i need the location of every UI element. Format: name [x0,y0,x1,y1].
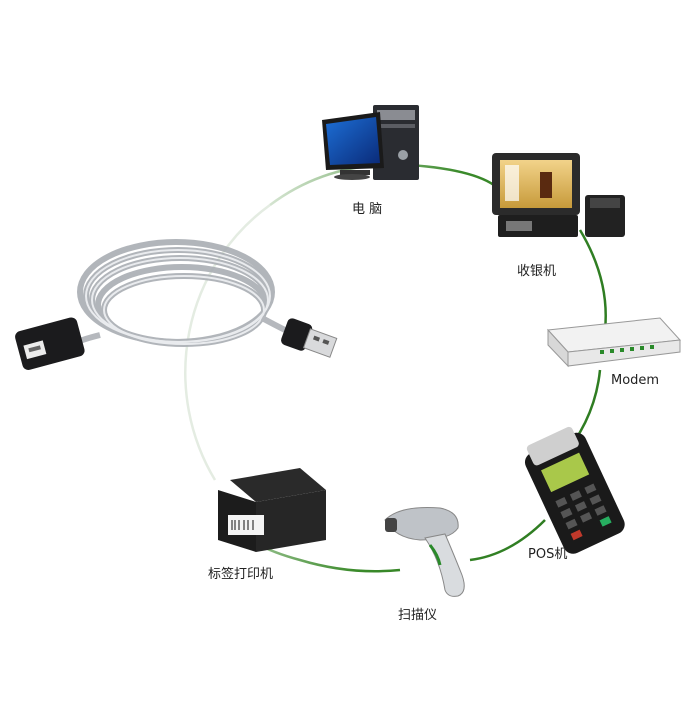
scanner-label: 扫描仪 [398,608,438,623]
barcode-scanner-icon [384,507,465,597]
desktop-computer-icon [322,105,419,180]
label-printer-label: 标签打印机 [208,567,274,582]
pos-terminal-icon [524,426,625,554]
modem-icon [546,317,682,368]
usb-extension-cable-icon [15,239,338,370]
pos-label: POS机 [528,547,568,562]
ring-faded-arc [184,203,271,481]
computer-label: 电 脑 [352,202,383,217]
cash-register-icon [492,153,625,237]
cash-register-label: 收银机 [517,264,557,279]
modem-label: Modem [611,373,660,388]
label-printer-icon [218,468,326,552]
